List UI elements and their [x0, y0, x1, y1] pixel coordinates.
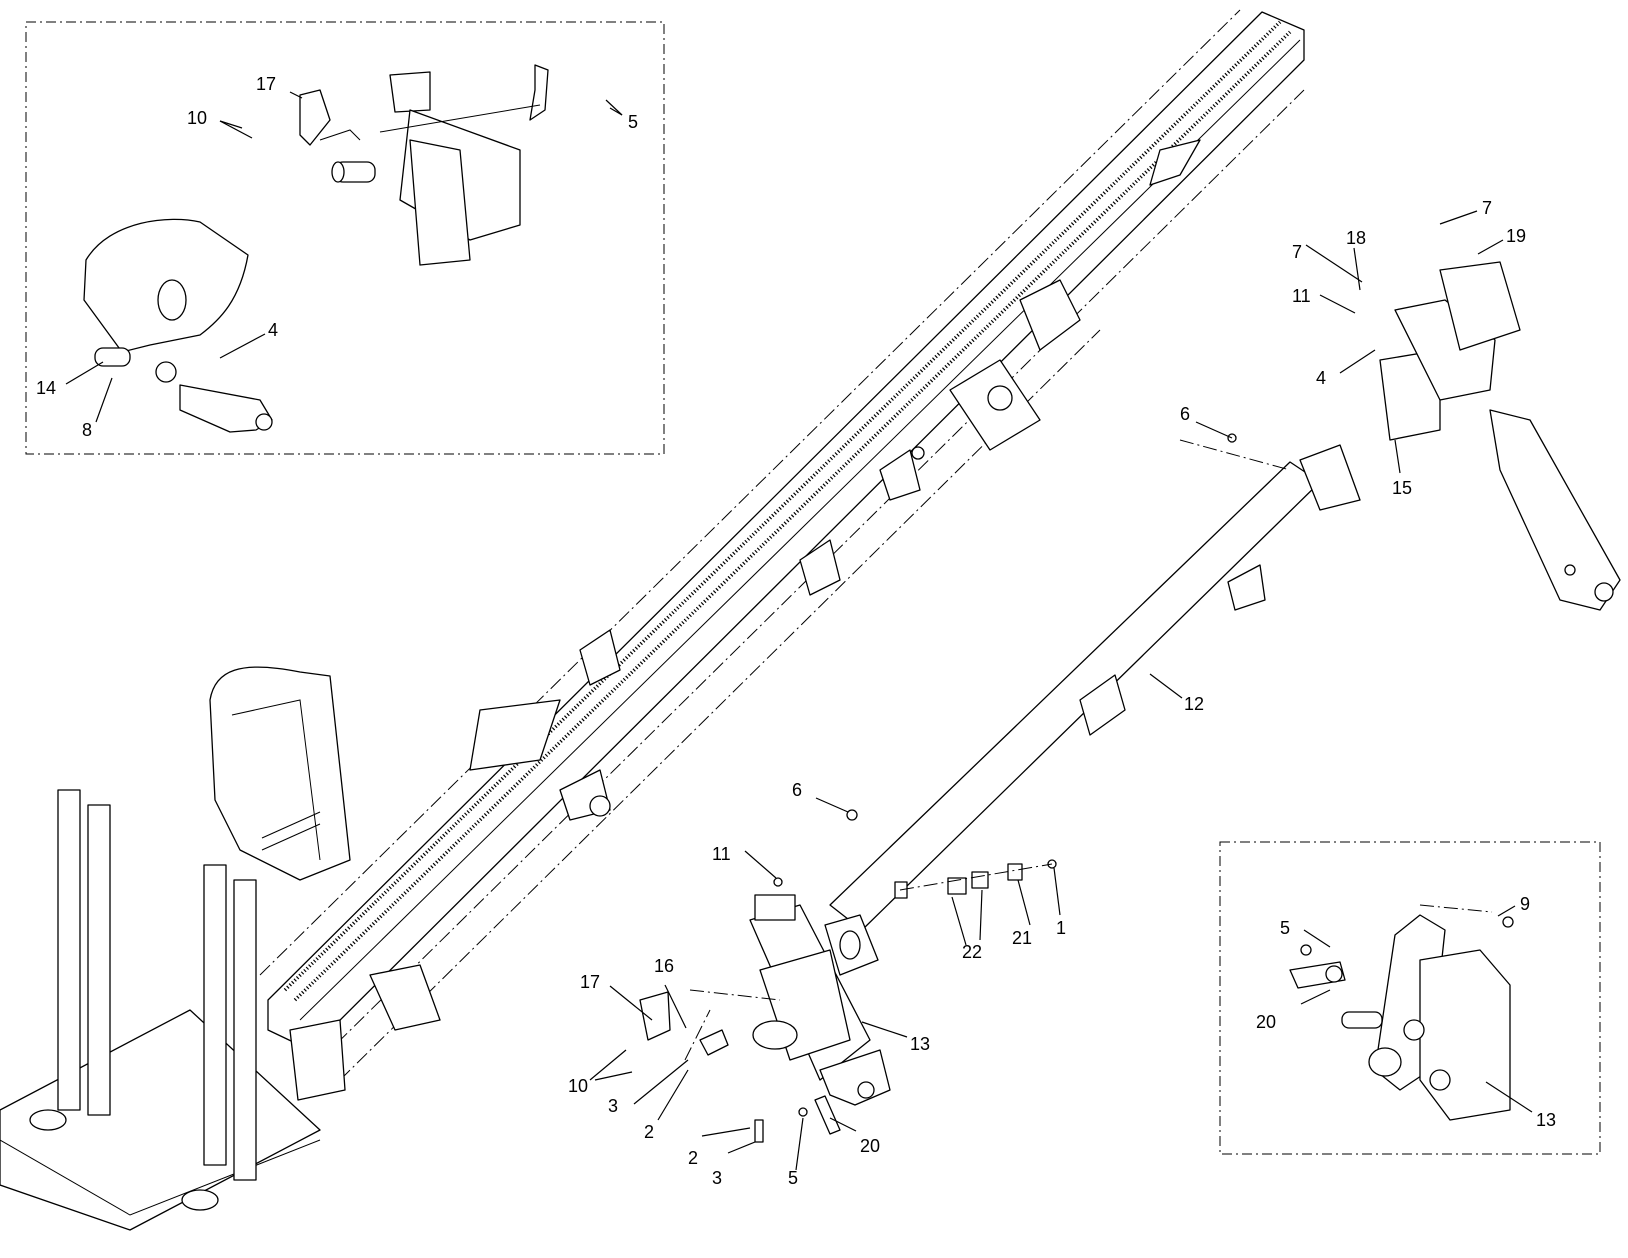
guard-arm-assembly-right	[1379, 261, 1621, 611]
callout-6: 6	[792, 780, 802, 800]
detail-inset-top-left	[25, 21, 665, 455]
boom-rack-assembly	[259, 9, 1305, 1081]
callout-16: 16	[654, 956, 674, 976]
callout-11: 11	[712, 844, 731, 864]
callout-5: 5	[788, 1168, 798, 1188]
callout-21: 21	[1012, 928, 1032, 948]
callout-22: 22	[962, 942, 982, 962]
loose-hardware	[639, 433, 1237, 1143]
carriage-assembly-13	[684, 894, 891, 1106]
leader-lines	[65, 91, 1533, 1171]
callout-11: 11	[1292, 286, 1311, 306]
callout-13: 13	[1536, 1110, 1556, 1130]
detail-inset-bottom-right	[1219, 841, 1601, 1155]
callout-7: 7	[1482, 198, 1492, 218]
callout-14: 14	[36, 378, 56, 398]
callout-10: 10	[568, 1076, 588, 1096]
callout-4: 4	[1316, 368, 1326, 388]
callout-labels: 17 10 5 4 14 8 7 19 7 18 11 4 6 15 12 6 …	[36, 74, 1556, 1188]
callout-10: 10	[187, 108, 207, 128]
callout-3: 3	[608, 1096, 618, 1116]
callout-17: 17	[580, 972, 600, 992]
callout-4: 4	[268, 320, 278, 340]
callout-2: 2	[688, 1148, 698, 1168]
gear-guard-detail	[83, 218, 273, 433]
stand-base	[0, 666, 441, 1231]
callout-6: 6	[1180, 404, 1190, 424]
callout-1: 1	[1056, 918, 1066, 938]
callout-5: 5	[628, 112, 638, 132]
carriage-detail-13	[1289, 904, 1514, 1121]
callout-20: 20	[860, 1136, 880, 1156]
callout-13: 13	[910, 1034, 930, 1054]
callout-15: 15	[1392, 478, 1412, 498]
callout-17: 17	[256, 74, 276, 94]
tube-12	[824, 439, 1361, 976]
callout-9: 9	[1520, 894, 1530, 914]
callout-3: 3	[712, 1168, 722, 1188]
callout-2: 2	[644, 1122, 654, 1142]
callout-20: 20	[1256, 1012, 1276, 1032]
callout-5: 5	[1280, 918, 1290, 938]
switch-bracket-parts	[894, 859, 1057, 899]
callout-8: 8	[82, 420, 92, 440]
callout-7: 7	[1292, 242, 1302, 262]
callout-18: 18	[1346, 228, 1366, 248]
callout-19: 19	[1506, 226, 1526, 246]
callout-12: 12	[1184, 694, 1204, 714]
bracket-assembly-detail	[299, 64, 549, 266]
